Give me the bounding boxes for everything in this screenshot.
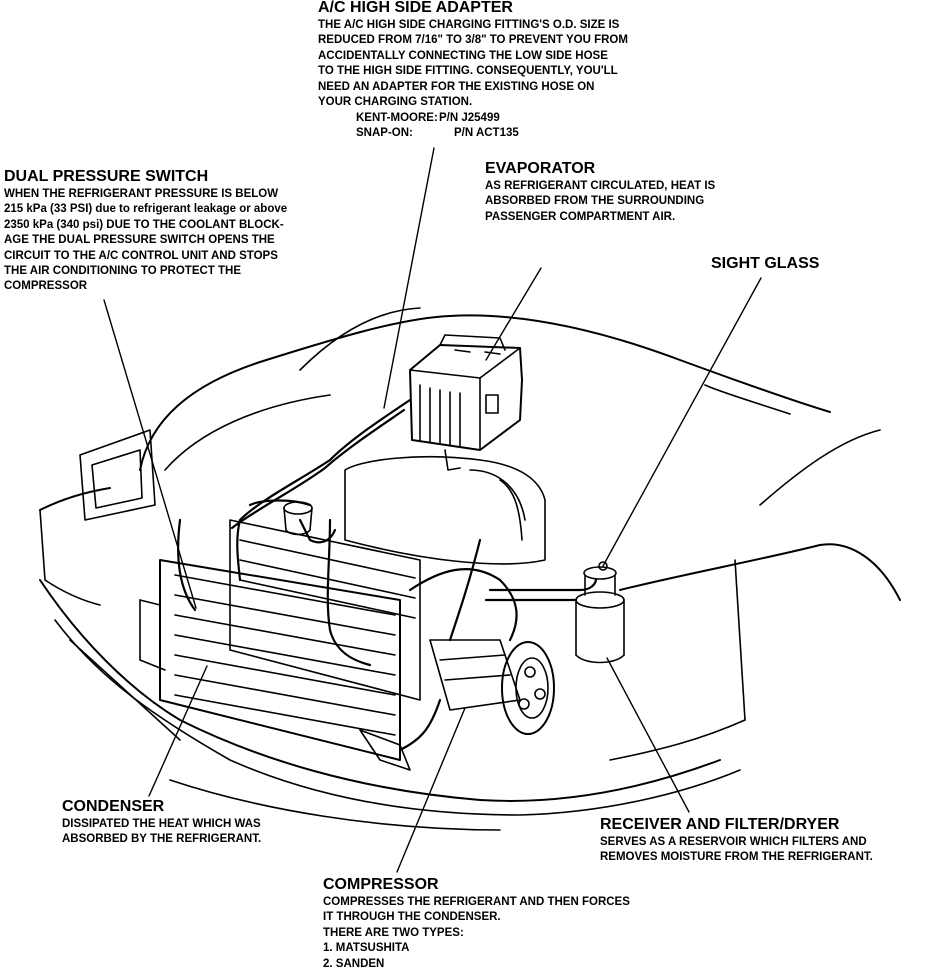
evaporator-callout: EVAPORATOR AS REFRIGERANT CIRCULATED, HE…: [485, 160, 715, 225]
ac-adapter-line-4: TO THE HIGH SIDE FITTING. CONSEQUENTLY, …: [318, 65, 618, 78]
right-fender: [609, 429, 901, 761]
receiver-dryer-description: SERVES AS A RESERVOIR WHICH FILTERS AND …: [600, 835, 873, 866]
compressor-callout: COMPRESSOR COMPRESSES THE REFRIGERANT AN…: [323, 876, 630, 972]
condenser-core: [139, 559, 411, 771]
ac-adapter-line-6: YOUR CHARGING STATION.: [318, 96, 473, 109]
dual-switch-line-4: AGE THE DUAL PRESSURE SWITCH OPENS THE: [4, 234, 275, 247]
left-headlamp: [39, 429, 156, 606]
dual-switch-line-2: 215 kPa (33 PSI) due to refrigerant leak…: [4, 203, 288, 216]
ac-adapter-line-3: ACCIDENTALLY CONNECTING THE LOW SIDE HOS…: [318, 49, 608, 62]
dual-switch-line-3: 2350 kPa (340 psi) DUE TO THE COOLANT BL…: [4, 218, 284, 231]
dual-pressure-switch-callout: DUAL PRESSURE SWITCH WHEN THE REFRIGERAN…: [4, 168, 287, 295]
ac-high-side-adapter-description: THE A/C HIGH SIDE CHARGING FITTING'S O.D…: [318, 18, 628, 110]
part-brand-snap-on: SNAP-ON:: [356, 127, 413, 139]
part-number-snap-on: P/N ACT135: [454, 127, 519, 139]
dual-pressure-switch-description: WHEN THE REFRIGERANT PRESSURE IS BELOW 2…: [4, 187, 287, 295]
ac-adapter-line-2: REDUCED FROM 7/16" TO 3/8" TO PREVENT YO…: [318, 34, 628, 47]
condenser-callout: CONDENSER DISSIPATED THE HEAT WHICH WAS …: [62, 798, 261, 848]
part-number-kent-moore: P/N J25499: [439, 112, 500, 124]
receiver-line-2: REMOVES MOISTURE FROM THE REFRIGERANT.: [600, 851, 873, 864]
ac-high-side-adapter-title: A/C HIGH SIDE ADAPTER: [318, 0, 513, 16]
dual-switch-line-7: COMPRESSOR: [4, 280, 88, 293]
dual-switch-line-1: WHEN THE REFRIGERANT PRESSURE IS BELOW: [4, 188, 279, 200]
receiver-dryer-callout: RECEIVER AND FILTER/DRYER SERVES AS A RE…: [600, 816, 873, 866]
evaporator-line-2: ABSORBED FROM THE SURROUNDING: [485, 195, 705, 208]
radiator-cap: [283, 501, 313, 536]
sight-glass-callout: SIGHT GLASS: [711, 255, 819, 274]
compressor-description: COMPRESSES THE REFRIGERANT AND THEN FORC…: [323, 895, 630, 972]
front-bumper: [39, 579, 741, 831]
compressor-line-1: COMPRESSES THE REFRIGERANT AND THEN FORC…: [323, 896, 630, 908]
receiver-dryer-cylinder: [575, 561, 625, 664]
sight-glass-title: SIGHT GLASS: [711, 255, 820, 272]
dual-switch-line-6: THE AIR CONDITIONING TO PROTECT THE: [4, 265, 242, 278]
compressor-line-4: 1. MATSUSHITA: [323, 942, 410, 955]
receiver-line-1: SERVES AS A RESERVOIR WHICH FILTERS AND: [600, 836, 867, 848]
evaporator-line-3: PASSENGER COMPARTMENT AIR.: [485, 210, 676, 223]
compressor-title: COMPRESSOR: [323, 876, 439, 893]
condenser-title: CONDENSER: [62, 798, 165, 815]
condenser-line-1: DISSIPATED THE HEAT WHICH WAS: [62, 818, 261, 830]
leader-lines: [103, 147, 762, 873]
part-brand-kent-moore: KENT-MOORE:: [356, 112, 438, 124]
condenser-line-2: ABSORBED BY THE REFRIGERANT.: [62, 833, 262, 846]
compressor-line-5: 2. SANDEN: [323, 957, 385, 970]
hood-outline: [139, 307, 831, 471]
compressor-body: [429, 639, 555, 735]
compressor-line-3: THERE ARE TWO TYPES:: [323, 926, 464, 939]
dual-pressure-switch-title: DUAL PRESSURE SWITCH: [4, 168, 209, 185]
receiver-dryer-title: RECEIVER AND FILTER/DRYER: [600, 816, 840, 833]
dual-switch-line-5: CIRCUIT TO THE A/C CONTROL UNIT AND STOP…: [4, 249, 278, 262]
ac-high-side-adapter-callout: A/C HIGH SIDE ADAPTER THE A/C HIGH SIDE …: [318, 0, 628, 110]
condenser-description: DISSIPATED THE HEAT WHICH WAS ABSORBED B…: [62, 817, 261, 848]
refrigerant-lines: [177, 398, 598, 752]
evaporator-title: EVAPORATOR: [485, 160, 596, 177]
ac-adapter-line-5: NEED AN ADAPTER FOR THE EXISTING HOSE ON: [318, 80, 595, 93]
evaporator-line-1: AS REFRIGERANT CIRCULATED, HEAT IS: [485, 180, 716, 192]
evaporator-description: AS REFRIGERANT CIRCULATED, HEAT IS ABSOR…: [485, 179, 715, 225]
engine-block: [344, 455, 546, 565]
compressor-line-2: IT THROUGH THE CONDENSER.: [323, 911, 501, 924]
ac-adapter-line-1: THE A/C HIGH SIDE CHARGING FITTING'S O.D…: [318, 19, 620, 31]
evaporator-unit: [409, 334, 523, 471]
